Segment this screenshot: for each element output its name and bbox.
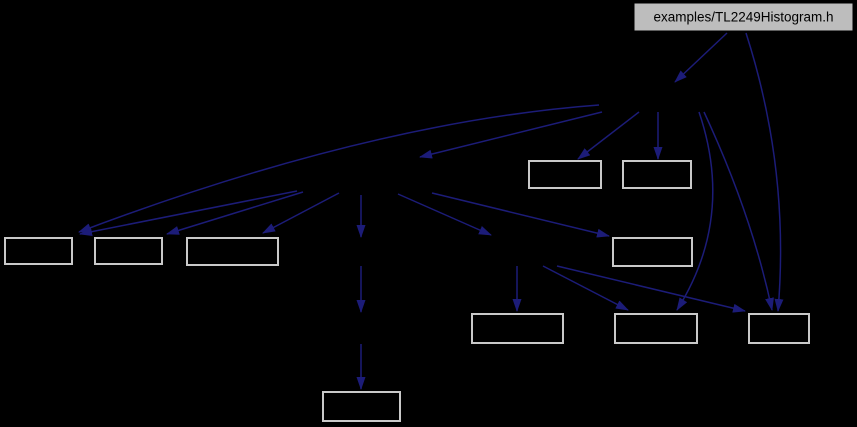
edge-hub2-to-left1 xyxy=(78,104,600,233)
graph-node-dep-left-1[interactable] xyxy=(4,237,73,265)
edges-layer xyxy=(78,32,784,390)
edge-top-to-bottom3 xyxy=(745,32,784,312)
edge-hub2-to-hub1 xyxy=(419,111,603,159)
edge-hub1-to-midright xyxy=(431,192,610,238)
graph-node-box-dep-left-2[interactable] xyxy=(94,237,163,265)
edge-hub1-to-left3 xyxy=(262,192,340,234)
graph-node-box-dep-row1-a[interactable] xyxy=(528,160,602,189)
edge-hub1-to-left2 xyxy=(166,191,304,235)
graph-node-dep-mid-right[interactable] xyxy=(612,237,693,267)
edge-hub3-to-bottom3 xyxy=(556,265,746,313)
graph-node-dep-row1-a[interactable] xyxy=(528,160,602,189)
edge-hub3-to-bottom2 xyxy=(542,265,629,311)
graph-node-dep-bottom-2[interactable] xyxy=(614,313,698,344)
graph-node-box-dep-left-1[interactable] xyxy=(4,237,73,265)
edge-hub2-to-bottom3 xyxy=(703,111,774,311)
graph-node-box-examples-tl2249histogram-h[interactable] xyxy=(633,2,854,32)
edge-hub1-to-hub3 xyxy=(397,193,492,236)
graph-node-examples-tl2249histogram-h[interactable]: examples/TL2249Histogram.h xyxy=(633,2,854,32)
graph-node-box-dep-row1-b[interactable] xyxy=(622,160,692,189)
edge-hub2-to-row1a xyxy=(577,111,640,160)
graph-node-box-dep-final[interactable] xyxy=(322,391,401,422)
graph-node-dep-left-2[interactable] xyxy=(94,237,163,265)
edge-hub1-to-left1 xyxy=(79,190,298,237)
graph-node-dep-final[interactable] xyxy=(322,391,401,422)
edge-hub2-to-bottom2 xyxy=(676,111,714,311)
graph-node-box-dep-bottom-2[interactable] xyxy=(614,313,698,344)
edge-top-to-hub2 xyxy=(674,32,728,83)
nodes-layer: examples/TL2249Histogram.h xyxy=(4,2,854,422)
graph-node-box-dep-mid-right[interactable] xyxy=(612,237,693,267)
graph-node-box-dep-bottom-1[interactable] xyxy=(471,313,564,344)
graph-node-label-examples-tl2249histogram-h: examples/TL2249Histogram.h xyxy=(653,10,833,25)
graph-node-dep-bottom-1[interactable] xyxy=(471,313,564,344)
graph-node-dep-bottom-3[interactable] xyxy=(748,313,810,344)
graph-node-box-dep-bottom-3[interactable] xyxy=(748,313,810,344)
graph-node-dep-left-3[interactable] xyxy=(186,237,279,266)
graph-node-box-dep-left-3[interactable] xyxy=(186,237,279,266)
graph-node-dep-row1-b[interactable] xyxy=(622,160,692,189)
